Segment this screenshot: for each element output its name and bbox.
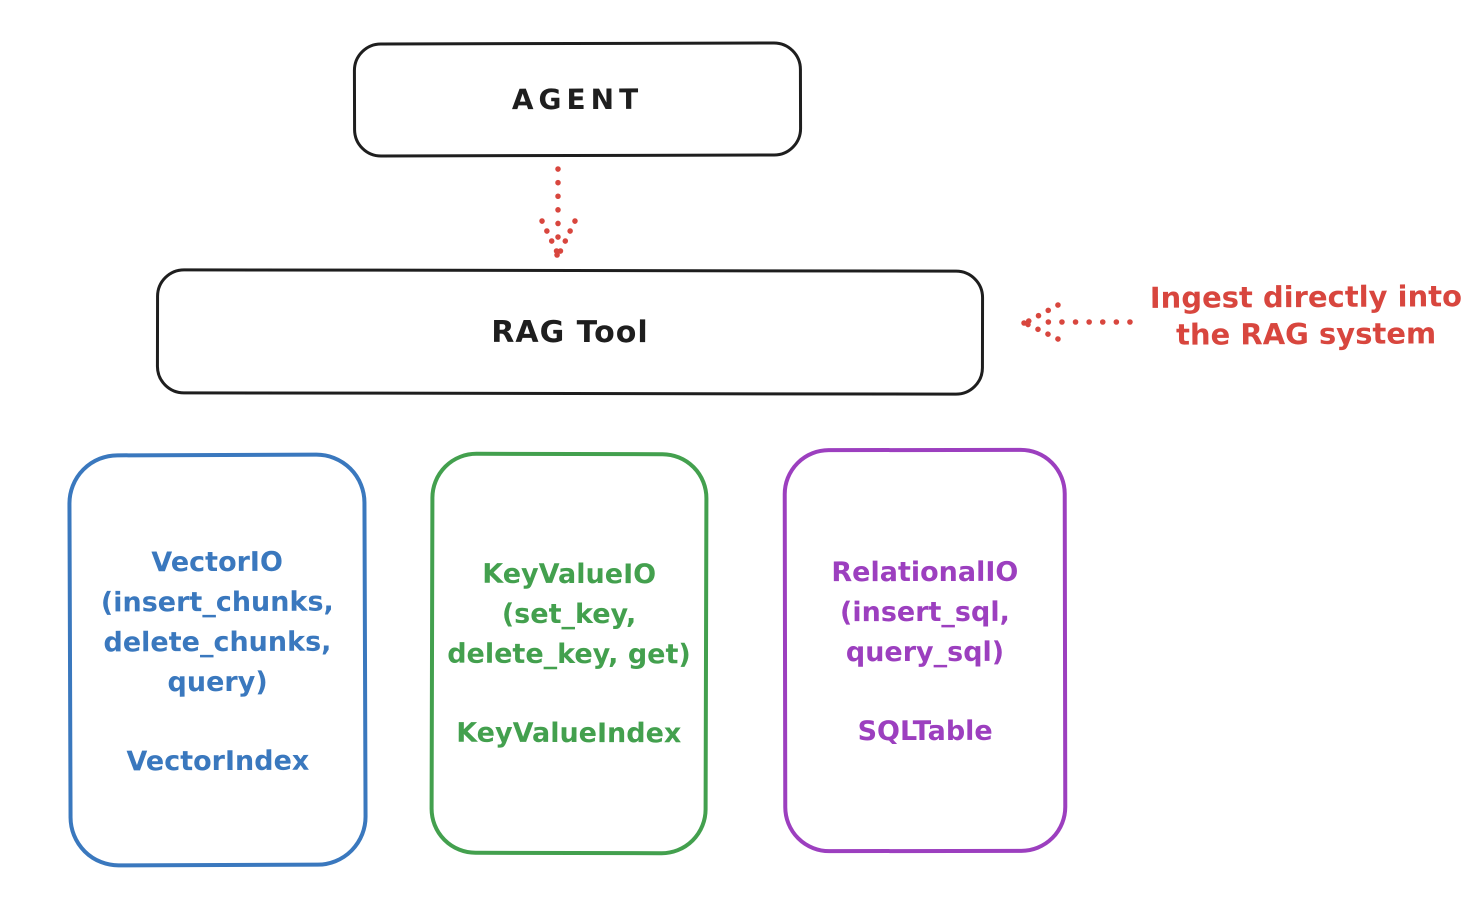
agent-label: AGENT — [511, 82, 644, 117]
ingest-to-ragtool-arrow — [1021, 302, 1133, 342]
keyvalue-io-node: KeyValueIO (set_key, delete_key, get) Ke… — [429, 451, 709, 856]
ingest-annotation-line2: the RAG system — [1175, 316, 1437, 352]
ingest-annotation: Ingest directly into the RAG system — [1138, 278, 1474, 354]
keyvalue-io-line: KeyValueIO — [482, 558, 657, 591]
vector-io-line: VectorIO — [151, 546, 283, 579]
vector-io-methods: VectorIO (insert_chunks, delete_chunks, … — [101, 543, 334, 704]
vector-io-line: (insert_chunks, — [100, 586, 334, 619]
vector-io-line: query) — [167, 666, 268, 699]
ingest-annotation-line1: Ingest directly into — [1149, 279, 1463, 315]
relational-io-node: RelationalIO (insert_sql, query_sql) SQL… — [782, 447, 1068, 854]
sql-table-label: SQLTable — [857, 715, 993, 748]
vector-io-node: VectorIO (insert_chunks, delete_chunks, … — [67, 452, 368, 868]
keyvalue-io-line: (set_key, — [501, 598, 637, 631]
relational-io-methods: RelationalIO (insert_sql, query_sql) — [831, 553, 1018, 673]
rag-tool-label: RAG Tool — [491, 314, 649, 350]
relational-io-line: query_sql) — [845, 636, 1005, 669]
keyvalue-io-line: delete_key, get) — [447, 638, 691, 671]
vector-index-label: VectorIndex — [126, 745, 310, 778]
agent-to-ragtool-arrow — [539, 166, 578, 258]
agent-node: AGENT — [352, 41, 803, 158]
keyvalue-index-label: KeyValueIndex — [456, 717, 682, 750]
rag-tool-node: RAG Tool — [155, 268, 985, 396]
keyvalue-io-methods: KeyValueIO (set_key, delete_key, get) — [447, 555, 691, 676]
vector-io-line: delete_chunks, — [103, 626, 332, 659]
relational-io-line: RelationalIO — [831, 556, 1019, 589]
relational-io-line: (insert_sql, — [839, 596, 1010, 629]
